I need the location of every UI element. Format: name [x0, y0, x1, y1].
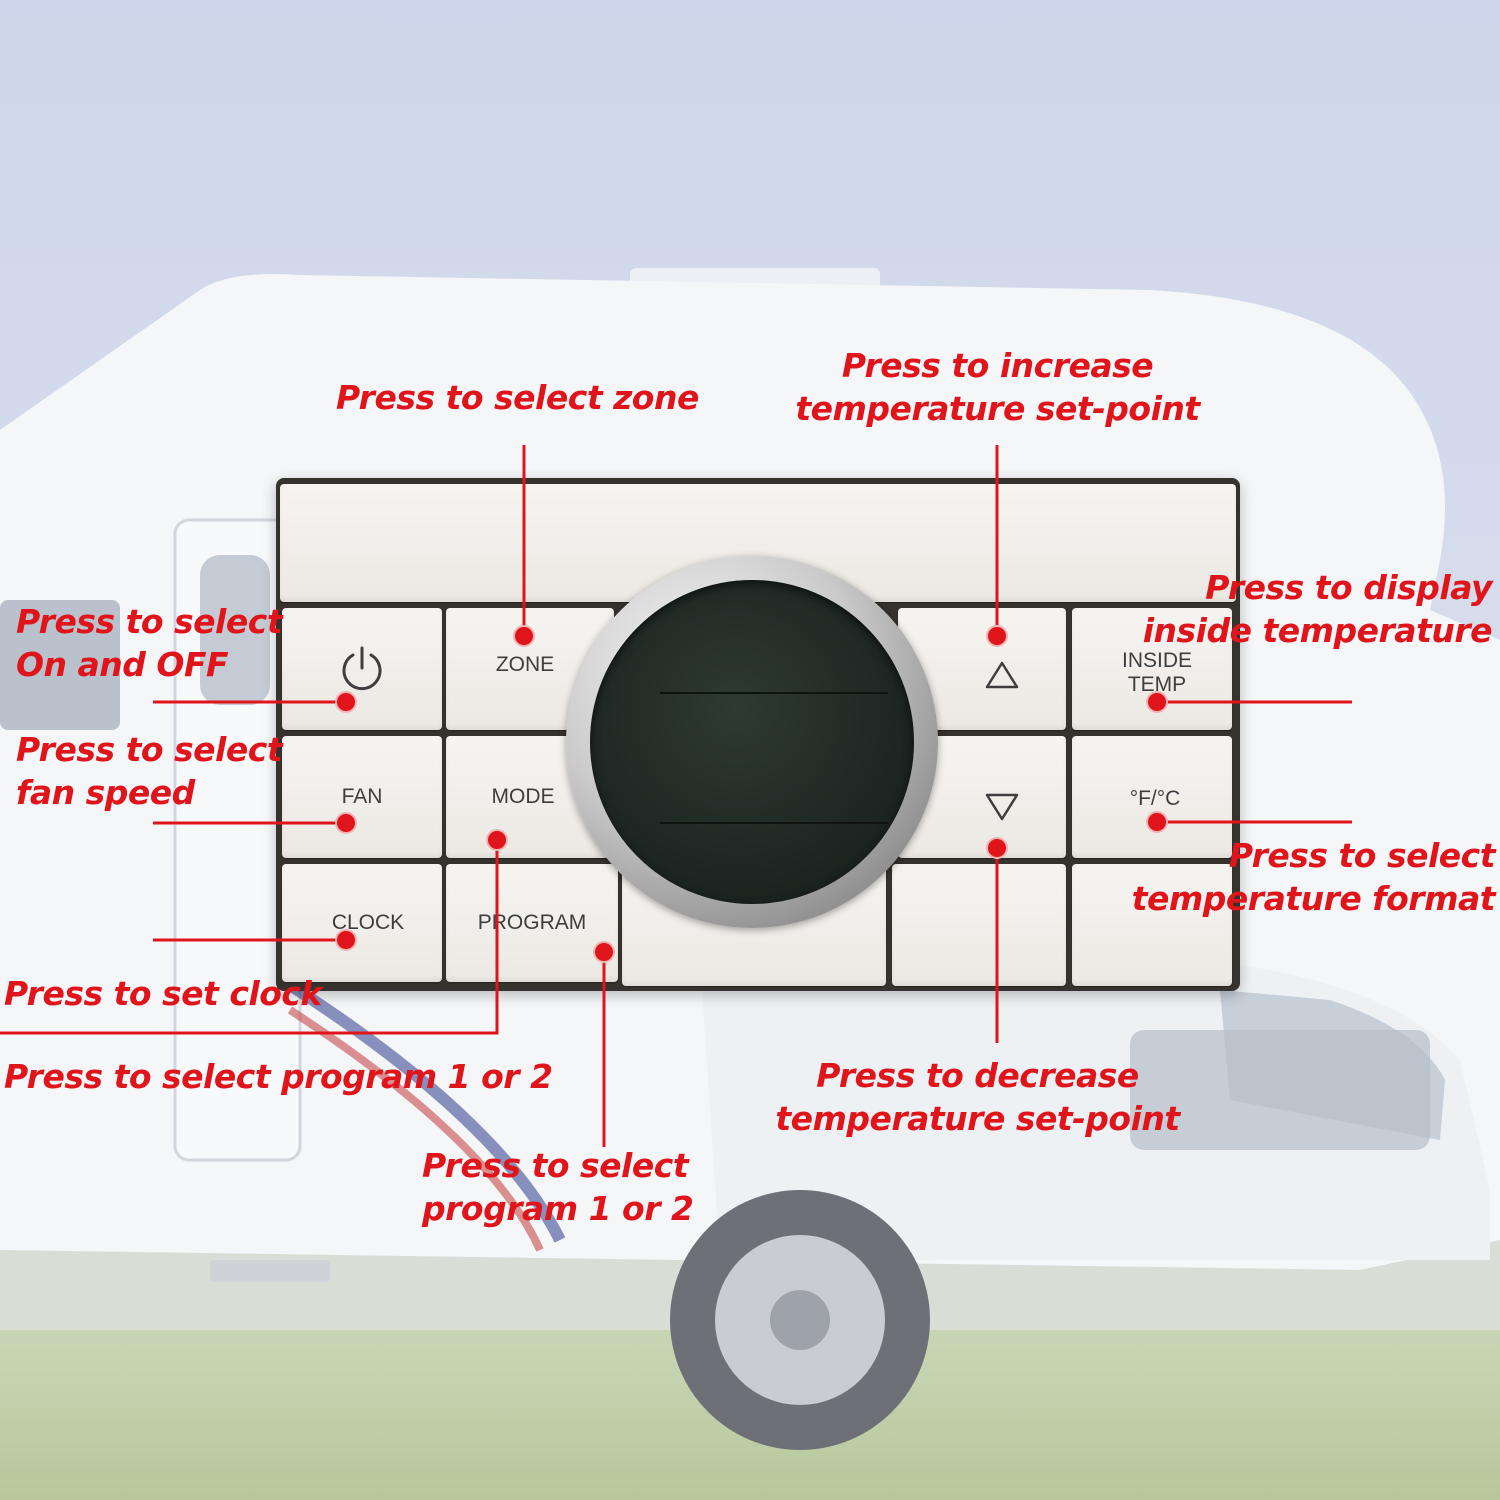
fan-button[interactable]: FAN — [282, 736, 442, 858]
power-button[interactable] — [282, 608, 442, 730]
callout-power: Press to select On and OFF — [16, 600, 283, 686]
callout-dot-increase — [986, 625, 1008, 647]
callout-program: Press to select program 1 or 2 — [422, 1144, 694, 1230]
callout-display-line2: inside temperature — [1142, 611, 1493, 650]
callout-mode-program: Press to select program 1 or 2 — [4, 1057, 553, 1096]
thermostat-panel: ZONE FAN MODE CLOCK PROGRAM INSIDE TEMP … — [276, 478, 1240, 991]
callout-program-line2: program 1 or 2 — [422, 1189, 694, 1228]
callout-fan-line1: Press to select — [16, 730, 283, 769]
program-button-label: PROGRAM — [477, 911, 587, 934]
callout-dot-clock — [335, 929, 357, 951]
callout-decrease-line1: Press to decrease — [816, 1056, 1139, 1095]
callout-increase: Press to increase temperature set-point — [795, 344, 1200, 430]
program-button[interactable]: PROGRAM — [446, 864, 618, 982]
power-icon — [342, 646, 382, 691]
blank-key-right-2 — [1072, 864, 1232, 986]
callout-dot-program — [593, 941, 615, 963]
callout-dot-temp-format — [1146, 811, 1168, 833]
triangle-up-icon — [985, 661, 1019, 689]
clock-button-label: CLOCK — [331, 911, 405, 934]
callout-program-line1: Press to select — [422, 1146, 689, 1185]
lcd-segment-line — [660, 822, 888, 824]
callout-dot-fan — [335, 812, 357, 834]
triangle-down-icon — [985, 793, 1019, 821]
callout-power-line1: Press to select — [16, 602, 283, 641]
inside-temp-label-line1: INSIDE — [1121, 649, 1192, 672]
temp-format-button[interactable]: °F/°C — [1072, 736, 1232, 858]
zone-button-label: ZONE — [495, 653, 555, 676]
callout-decrease: Press to decrease temperature set-point — [775, 1054, 1180, 1140]
lcd-display-ring — [566, 556, 938, 928]
callout-format: Press to select temperature format — [1110, 834, 1496, 920]
callout-fan: Press to select fan speed — [16, 728, 283, 814]
temp-format-button-label: °F/°C — [1129, 787, 1181, 810]
callout-dot-mode — [486, 829, 508, 851]
callout-decrease-line2: temperature set-point — [775, 1099, 1180, 1138]
inside-temp-label-line2: TEMP — [1127, 673, 1187, 696]
callout-dot-power — [335, 691, 357, 713]
callout-format-line1: Press to select — [1228, 836, 1496, 875]
callout-display: Press to display inside temperature — [1110, 566, 1493, 652]
callout-power-line2: On and OFF — [16, 645, 229, 684]
blank-key-right-1 — [892, 864, 1066, 986]
lcd-segment-line — [660, 692, 888, 694]
callout-increase-line1: Press to increase — [841, 346, 1154, 385]
callout-zone: Press to select zone — [336, 378, 699, 417]
mode-button-label: MODE — [491, 785, 555, 808]
callout-display-line1: Press to display — [1205, 568, 1492, 607]
clock-button[interactable]: CLOCK — [282, 864, 442, 982]
callout-clock: Press to set clock — [4, 974, 322, 1013]
callout-format-line2: temperature format — [1131, 879, 1496, 918]
fan-button-label: FAN — [341, 785, 383, 808]
callout-dot-decrease — [986, 837, 1008, 859]
callout-dot-inside-temp — [1146, 691, 1168, 713]
callout-dot-zone — [513, 625, 535, 647]
lcd-display — [590, 580, 914, 904]
callout-increase-line2: temperature set-point — [795, 389, 1200, 428]
callout-fan-line2: fan speed — [16, 773, 195, 812]
